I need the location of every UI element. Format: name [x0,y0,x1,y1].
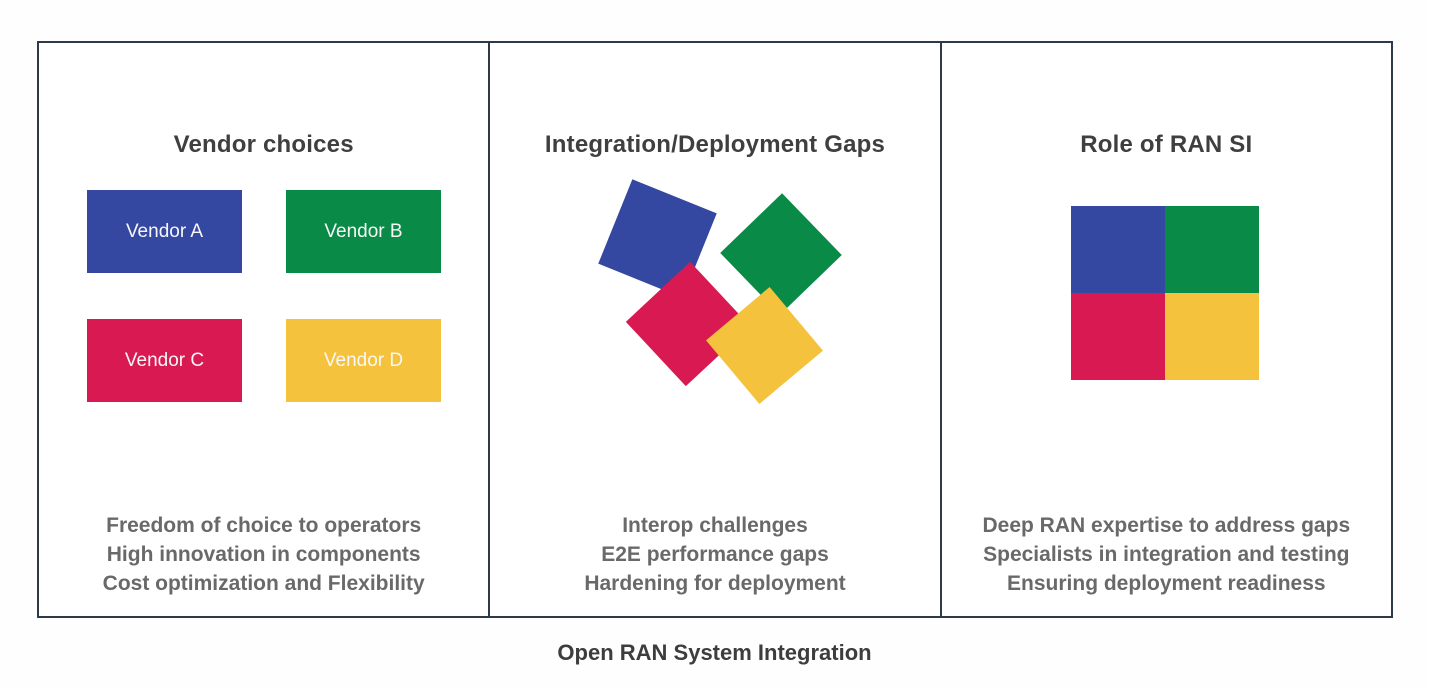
panel-vendor-choices: Vendor choices Vendor A Vendor B Vendor … [39,43,488,616]
vendor-choices-title: Vendor choices [173,131,354,158]
integration-gaps-bullets: Interop challenges E2E performance gaps … [490,511,939,598]
grid-cell-yellow [1164,293,1259,380]
bullet-line: Freedom of choice to operators [106,514,422,537]
bullet-line: Specialists in integration and testing [983,543,1350,566]
vendor-d-label: Vendor D [323,349,404,371]
vendor-c-box: Vendor C [87,319,242,402]
vendor-c-label: Vendor C [124,349,205,371]
grid-cell-blue [1070,206,1165,293]
scattered-square-green [720,193,843,315]
panel-integration-deployment-gaps: Integration/Deployment Gaps Interop chal… [488,43,939,616]
diagram-caption: Open RAN System Integration [557,640,872,665]
bullet-line: High innovation in components [106,543,421,566]
diagram-frame: Vendor choices Vendor A Vendor B Vendor … [37,41,1393,618]
role-grid [1070,206,1259,380]
vendor-a-label: Vendor A [125,220,204,242]
vendor-b-box: Vendor B [286,190,441,273]
vendor-grid: Vendor A Vendor B Vendor C Vendor D [87,190,441,402]
vendor-d-box: Vendor D [286,319,441,402]
bullet-line: E2E performance gaps [601,543,829,566]
grid-cell-red [1070,293,1165,380]
vendor-b-label: Vendor B [324,220,403,242]
role-of-ran-si-title: Role of RAN SI [1080,131,1253,158]
panel-role-of-ran-si: Role of RAN SI Deep RAN expertise to add… [939,43,1391,616]
integration-gaps-title: Integration/Deployment Gaps [544,131,886,158]
bullet-line: Interop challenges [622,514,808,537]
bullet-line: Cost optimization and Flexibility [102,572,425,595]
bullet-line: Hardening for deployment [584,572,846,595]
bullet-line: Ensuring deployment readiness [1007,572,1326,595]
role-of-ran-si-bullets: Deep RAN expertise to address gaps Speci… [942,511,1391,598]
vendor-a-box: Vendor A [87,190,242,273]
grid-cell-green [1164,206,1259,293]
vendor-choices-bullets: Freedom of choice to operators High inno… [39,511,488,598]
bullet-line: Deep RAN expertise to address gaps [982,514,1351,537]
